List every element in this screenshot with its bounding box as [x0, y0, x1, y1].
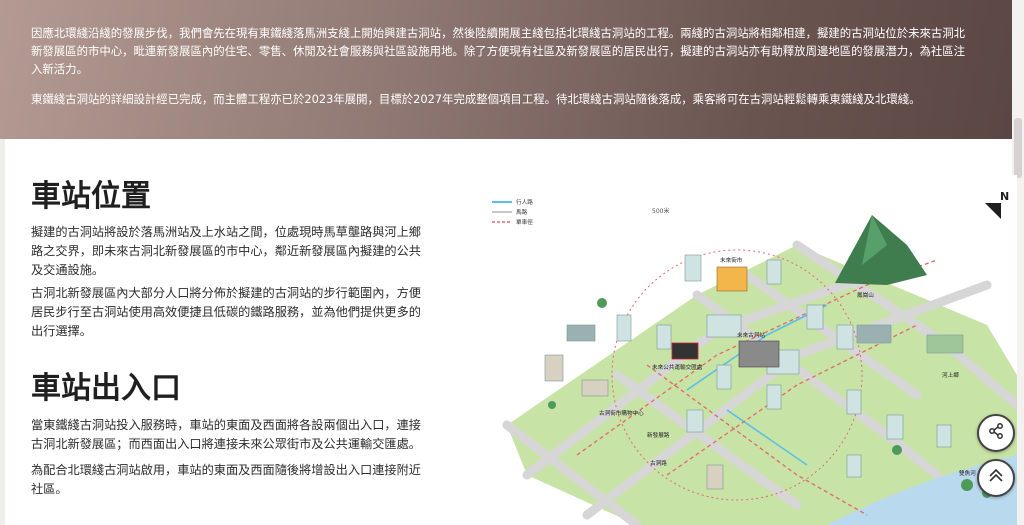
exits-paragraph: 為配合北環綫古洞站啟用，車站的東面及西面隨後將增設出入口連接附近社區。	[31, 463, 421, 496]
north-label: N	[1000, 190, 1009, 203]
intro-paragraph: 東鐵綫古洞站的詳細設計經已完成，而主體工程亦已於2023年展開，目標於2027年…	[31, 92, 921, 106]
kwu-tung-station	[738, 340, 780, 368]
map-legend: 行人路 馬路 單車徑	[492, 198, 533, 226]
river	[827, 455, 1017, 525]
location-paragraph: 古洞北新發展區內大部分人口將分佈於擬建的古洞站的步行範圍內，方便居民步行至古洞站…	[31, 286, 421, 338]
section-heading-exits: 車站出入口	[31, 371, 181, 406]
walking-radius-circle	[611, 249, 863, 501]
main-content: 車站位置 擬建的古洞站將設於落馬洲站及上水站之間，位處現時馬草壟路與河上鄉路之交…	[5, 139, 1017, 525]
back-to-top-button[interactable]	[977, 459, 1015, 497]
intro-banner: 因應北環綫沿綫的發展步伐，我們會先在現有東鐵綫落馬洲支綫上開始興建古洞站，然後陸…	[0, 0, 1012, 139]
future-market-building	[716, 266, 748, 292]
share-icon	[987, 422, 1005, 444]
station-area-map[interactable]: 500米	[467, 175, 1017, 525]
map-label-ho-sheung-heung: 河上鄉	[942, 371, 959, 379]
legend-cycle: 單車徑	[516, 218, 533, 226]
exits-paragraph: 當東鐵綫古洞站投入服務時，車站的東面及西面將各設兩個出入口，連接古洞北新發展區；…	[31, 418, 421, 451]
map-label-station: 未來古洞站	[737, 331, 765, 339]
section-heading-location: 車站位置	[31, 179, 151, 214]
north-arrow-icon	[985, 203, 1001, 219]
legend-pedestrian: 行人路	[516, 198, 533, 206]
map-label-market-centre: 古洞街市購物中心	[599, 409, 644, 417]
scrollbar-thumb[interactable]	[1014, 118, 1022, 178]
chevron-up-icon	[987, 467, 1005, 489]
location-paragraph: 擬建的古洞站將設於落馬洲站及上水站之間，位處現時馬草壟路與河上鄉路之交界，即未來…	[31, 225, 421, 277]
share-button[interactable]	[977, 414, 1015, 452]
map-label-fung-kong-shan: 鳳崗山	[857, 291, 874, 299]
radius-label: 500米	[652, 207, 669, 215]
map-label-kwu-tung-road: 古洞路	[650, 459, 667, 467]
map-label-pti: 未來公共運輸交匯處	[652, 363, 703, 371]
pti-building	[671, 342, 699, 360]
map-label-road: 新發展路	[647, 431, 670, 439]
map-label-river: 雙魚河	[959, 469, 976, 477]
map-label-future-market: 未來街市	[720, 256, 743, 264]
buildings	[544, 254, 964, 490]
legend-road: 馬路	[516, 208, 528, 216]
fung-kong-shan-hill	[835, 215, 927, 285]
intro-paragraph: 因應北環綫沿綫的發展步伐，我們會先在現有東鐵綫落馬洲支綫上開始興建古洞站，然後陸…	[31, 26, 966, 76]
